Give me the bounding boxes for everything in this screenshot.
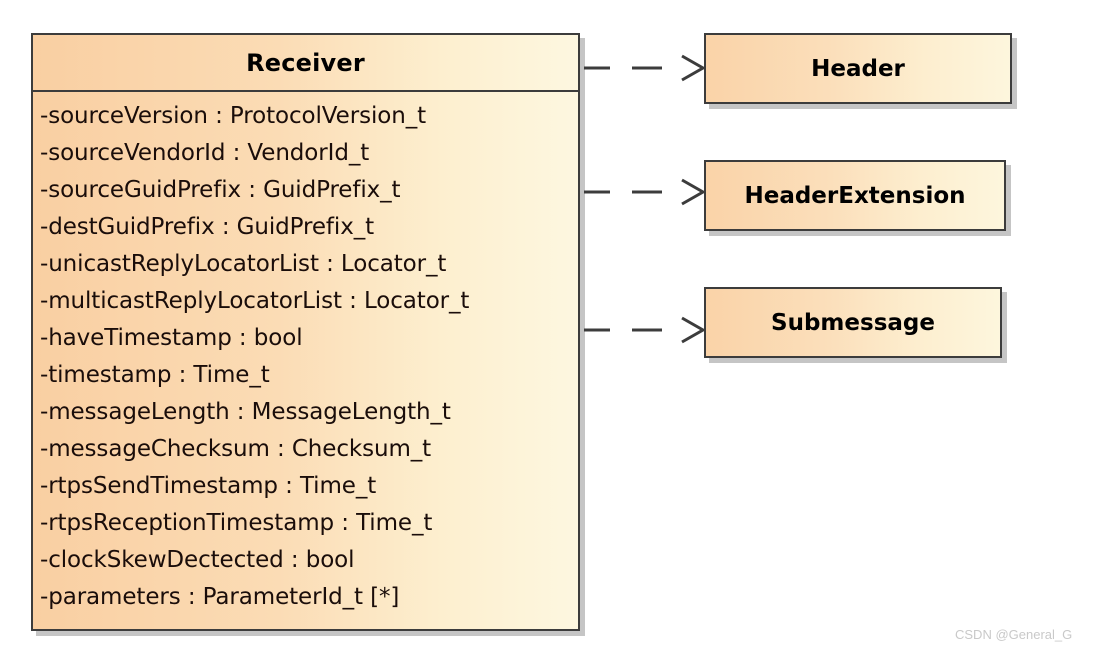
attribute-row: -sourceVendorId : VendorId_t xyxy=(40,140,370,166)
attribute-row: -rtpsReceptionTimestamp : Time_t xyxy=(40,510,433,536)
attribute-row: -timestamp : Time_t xyxy=(40,362,270,388)
attribute-row: -rtpsSendTimestamp : Time_t xyxy=(40,473,377,499)
attribute-row: -clockSkewDectected : bool xyxy=(40,547,355,573)
class-box-header[interactable]: Header xyxy=(704,33,1012,104)
dependency-arrow-headerextension xyxy=(584,178,707,206)
attribute-row: -unicastReplyLocatorList : Locator_t xyxy=(40,251,447,277)
class-name-receiver: Receiver xyxy=(246,48,365,77)
attribute-row: -messageLength : MessageLength_t xyxy=(40,399,451,425)
dependency-arrow-header xyxy=(584,54,707,82)
attribute-row: -haveTimestamp : bool xyxy=(40,325,303,351)
watermark: CSDN @General_G xyxy=(955,627,1073,642)
class-attributes-compartment-receiver: -sourceVersion : ProtocolVersion_t -sour… xyxy=(33,92,578,629)
class-name-headerextension: HeaderExtension xyxy=(744,182,966,209)
class-box-submessage[interactable]: Submessage xyxy=(704,287,1002,358)
attribute-row: -messageChecksum : Checksum_t xyxy=(40,436,432,462)
class-title-compartment-receiver: Receiver xyxy=(33,35,578,92)
attribute-row: -multicastReplyLocatorList : Locator_t xyxy=(40,288,470,314)
attribute-row: -sourceVersion : ProtocolVersion_t xyxy=(40,103,427,129)
attribute-row: -sourceGuidPrefix : GuidPrefix_t xyxy=(40,177,401,203)
attribute-row: -destGuidPrefix : GuidPrefix_t xyxy=(40,214,375,240)
dependency-arrow-submessage xyxy=(584,316,707,344)
class-box-headerextension[interactable]: HeaderExtension xyxy=(704,160,1006,231)
class-name-header: Header xyxy=(811,55,905,82)
class-name-submessage: Submessage xyxy=(771,309,935,336)
attribute-row: -parameters : ParameterId_t [*] xyxy=(40,584,400,610)
class-box-receiver[interactable]: Receiver -sourceVersion : ProtocolVersio… xyxy=(31,33,580,631)
